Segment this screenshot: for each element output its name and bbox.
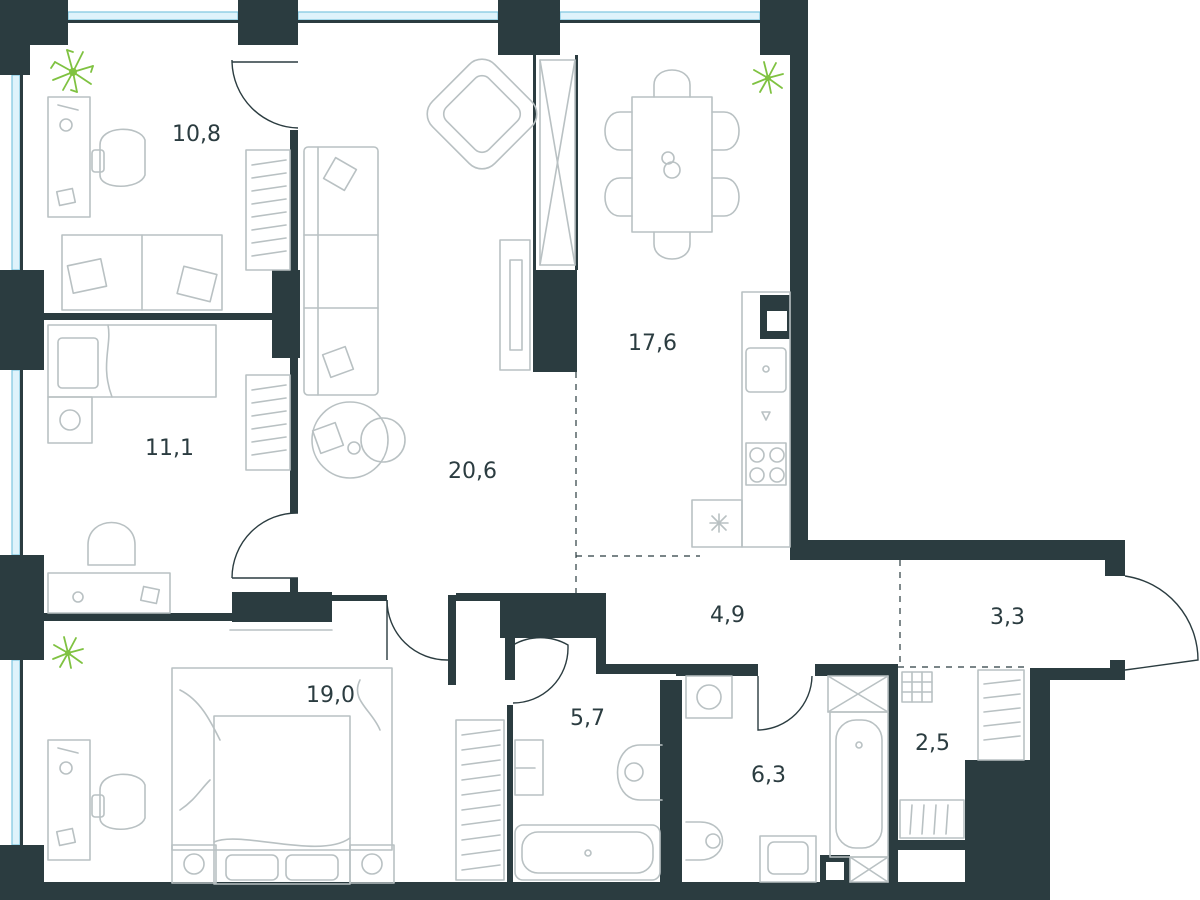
exterior-walls bbox=[0, 0, 1125, 900]
area-label-hallway: 4,9 bbox=[710, 603, 745, 628]
bedroom-1-furniture bbox=[47, 96, 291, 311]
master-bedroom-furniture bbox=[47, 629, 505, 885]
area-label-bedroom-2: 11,1 bbox=[145, 436, 194, 461]
bedroom-2-furniture bbox=[47, 324, 291, 614]
kitchen-furniture bbox=[604, 69, 791, 548]
interior-walls bbox=[30, 55, 968, 885]
plant-icon-kitchen bbox=[752, 61, 784, 94]
storage-furniture bbox=[899, 669, 1025, 839]
area-label-kitchen: 17,6 bbox=[628, 331, 677, 356]
area-label-master-bedroom: 19,0 bbox=[306, 683, 355, 708]
bathroom-2-furniture bbox=[685, 675, 889, 883]
area-label-bathroom-1: 5,7 bbox=[570, 706, 605, 731]
plant-icon-master-bedroom bbox=[52, 636, 84, 669]
area-labels: 10,8 11,1 20,6 17,6 19,0 5,7 6,3 4,9 3,3… bbox=[145, 122, 1025, 788]
area-label-storage: 2,5 bbox=[915, 731, 950, 756]
area-label-entry: 3,3 bbox=[990, 605, 1025, 630]
doors bbox=[231, 60, 1199, 731]
area-label-bedroom-1: 10,8 bbox=[172, 122, 221, 147]
plant-icon-bedroom-1 bbox=[50, 49, 94, 93]
living-room-furniture bbox=[303, 58, 576, 479]
zone-lines bbox=[575, 372, 1030, 668]
area-label-bathroom-2: 6,3 bbox=[751, 763, 786, 788]
bathroom-1-furniture bbox=[514, 739, 663, 881]
area-label-living-room: 20,6 bbox=[448, 459, 497, 484]
